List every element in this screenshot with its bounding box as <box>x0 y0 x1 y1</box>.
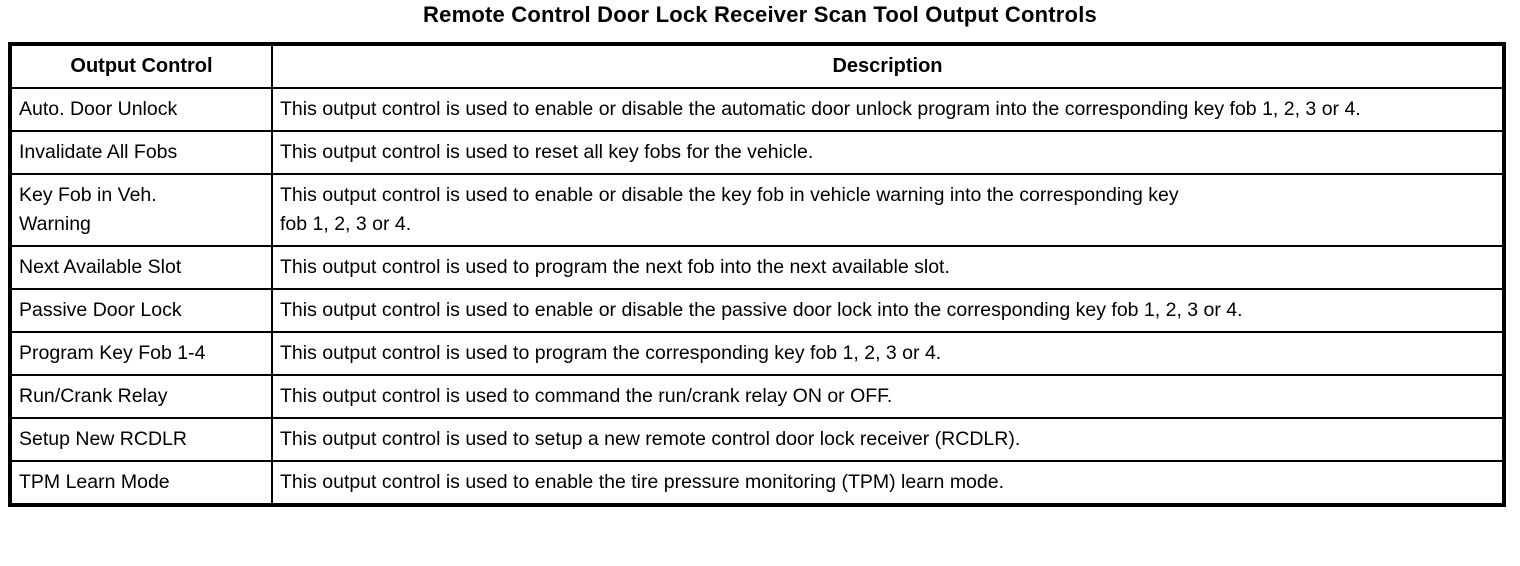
output-control-cell: Passive Door Lock <box>9 288 273 333</box>
description-cell: This output control is used to enable or… <box>271 288 1505 333</box>
output-control-cell: Auto. Door Unlock <box>9 87 273 132</box>
table-row: Key Fob in Veh. Warning This output cont… <box>9 173 1505 247</box>
table-header-row: Output Control Description <box>9 43 1505 89</box>
table-row: Passive Door Lock This output control is… <box>9 288 1505 333</box>
description-cell: This output control is used to enable or… <box>271 173 1505 247</box>
table-row: Next Available Slot This output control … <box>9 245 1505 290</box>
table-row: Program Key Fob 1-4 This output control … <box>9 331 1505 376</box>
description-cell: This output control is used to setup a n… <box>271 417 1505 462</box>
table-row: Invalidate All Fobs This output control … <box>9 130 1505 175</box>
output-control-cell: Run/Crank Relay <box>9 374 273 419</box>
output-control-cell: Invalidate All Fobs <box>9 130 273 175</box>
description-cell: This output control is used to enable or… <box>271 87 1505 132</box>
description-cell: This output control is used to program t… <box>271 245 1505 290</box>
page-title: Remote Control Door Lock Receiver Scan T… <box>423 2 1097 27</box>
output-control-cell: Program Key Fob 1-4 <box>9 331 273 376</box>
output-controls-table: Output Control Description Auto. Door Un… <box>8 42 1506 507</box>
table-row: Auto. Door Unlock This output control is… <box>9 87 1505 132</box>
output-control-cell: Next Available Slot <box>9 245 273 290</box>
description-cell: This output control is used to program t… <box>271 331 1505 376</box>
output-control-cell: Key Fob in Veh. Warning <box>9 173 273 247</box>
table-row: Setup New RCDLR This output control is u… <box>9 417 1505 462</box>
table-row: Run/Crank Relay This output control is u… <box>9 374 1505 419</box>
output-control-cell: TPM Learn Mode <box>9 460 273 506</box>
description-cell: This output control is used to enable th… <box>271 460 1505 506</box>
column-header-description: Description <box>271 43 1505 89</box>
output-control-cell: Setup New RCDLR <box>9 417 273 462</box>
table-row: TPM Learn Mode This output control is us… <box>9 460 1505 506</box>
column-header-output-control: Output Control <box>9 43 273 89</box>
description-cell: This output control is used to command t… <box>271 374 1505 419</box>
description-cell: This output control is used to reset all… <box>271 130 1505 175</box>
